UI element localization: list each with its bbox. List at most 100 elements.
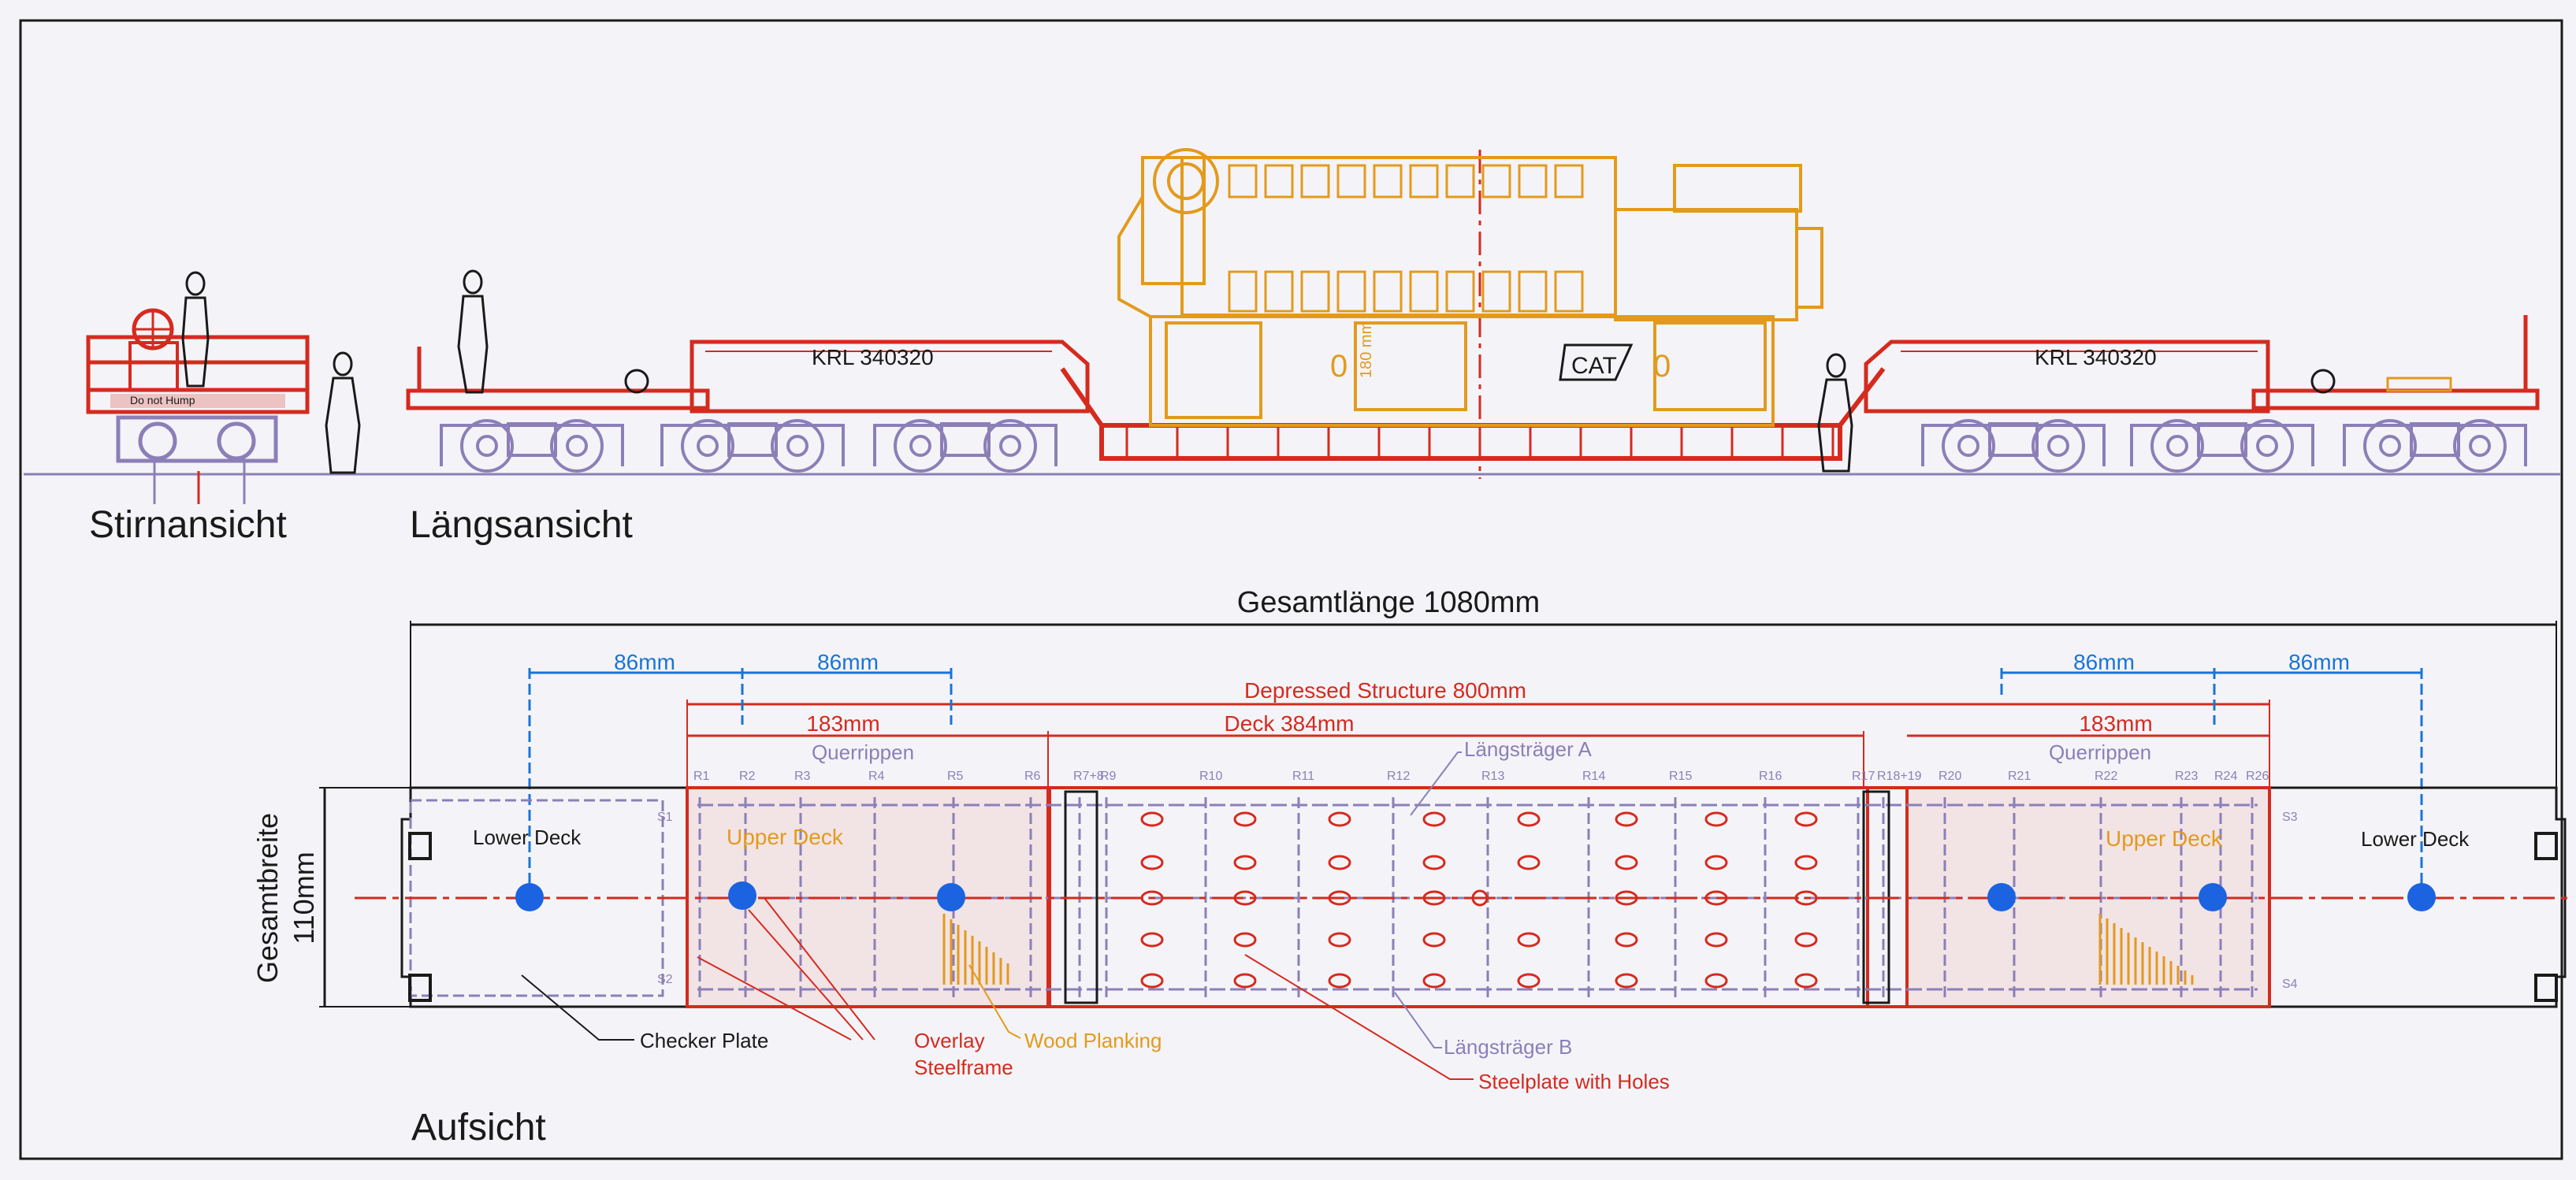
railcar-truck	[2343, 419, 2527, 473]
axle-dot	[728, 881, 756, 910]
plate-hole	[1704, 855, 1728, 870]
rib-label: R16	[1759, 770, 1782, 783]
plate-hole	[1794, 811, 1818, 827]
plate-hole	[1328, 932, 1351, 948]
axle-spacing-1: 86mm	[614, 650, 675, 674]
lower-deck-left: Lower Deck	[473, 826, 582, 849]
top-view: Gesamtlänge 1080mm Depressed Structure 8…	[251, 586, 2569, 1093]
engine-generator-load	[1117, 148, 1823, 427]
rib-label: R17	[1852, 770, 1875, 783]
rib-label: R22	[2095, 770, 2117, 783]
laengstraeger-b: Längsträger B	[1444, 1035, 1572, 1059]
upper-deck-right: Upper Deck	[2106, 826, 2223, 851]
engine-mark-1: 0	[1330, 349, 1347, 384]
car-number-left: KRL 340320	[812, 345, 934, 369]
plate-hole	[1517, 932, 1541, 948]
side-view: KRL 340320 KRL 340320	[406, 148, 2540, 479]
plate-hole	[1615, 973, 1638, 989]
plate-hole	[1233, 932, 1257, 948]
left-brake-wheel	[624, 369, 649, 394]
plate-hole	[1422, 973, 1446, 989]
railcar-truck	[2130, 419, 2314, 473]
plate-hole	[1517, 811, 1541, 827]
rib-label: R9	[1100, 770, 1117, 783]
axle-dot	[1987, 883, 2016, 911]
rib-label: R13	[1481, 770, 1504, 783]
depressed-structure-label: Depressed Structure 800mm	[1244, 678, 1526, 703]
plate-hole	[1140, 811, 1164, 827]
lower-deck-right: Lower Deck	[2361, 827, 2470, 851]
axle-spacing-4: 86mm	[2288, 650, 2350, 674]
person-figure	[181, 271, 210, 388]
rib-label: R21	[2008, 770, 2031, 783]
plate-hole	[1233, 855, 1257, 870]
axle-markers	[515, 881, 2436, 911]
rib-label: R11	[1292, 770, 1314, 783]
engine-height-dim: 180 mm	[1358, 321, 1375, 378]
deck-label: Deck 384mm	[1225, 711, 1355, 736]
end-view: Do not Hump	[86, 271, 361, 504]
sheet-border	[19, 19, 2563, 1160]
rib-label: R18+19	[1877, 770, 1922, 783]
plate-hole	[1233, 973, 1257, 989]
person-figure	[1817, 353, 1853, 473]
plate-hole	[1422, 932, 1446, 948]
person-figure	[325, 351, 361, 474]
rib-label: R5	[947, 770, 964, 783]
plate-hole	[1517, 855, 1541, 870]
plate-hole	[1140, 973, 1164, 989]
left-183-label: 183mm	[806, 711, 879, 736]
plate-hole	[1794, 973, 1818, 989]
railcar-truck	[440, 419, 624, 473]
overlay-label-2: Steelframe	[914, 1056, 1013, 1079]
axle-dot	[2199, 883, 2227, 911]
rib-label: R1	[693, 770, 710, 783]
rib-label: R12	[1387, 770, 1410, 783]
rib-label: R3	[794, 770, 811, 783]
axle-dot	[515, 883, 544, 911]
plate-hole	[1422, 811, 1446, 827]
railcar-truck	[1921, 419, 2106, 473]
engine-brand: CAT	[1571, 353, 1617, 379]
left-span-bolster	[690, 340, 1090, 414]
person-figure	[457, 269, 489, 394]
right-lower-deck	[2268, 786, 2567, 1008]
querrippen-left: Querrippen	[812, 740, 914, 764]
railcar-truck	[660, 419, 845, 473]
plate-hole	[1328, 973, 1351, 989]
plate-hole	[1794, 855, 1818, 870]
railcar-truck	[873, 419, 1058, 473]
plate-hole	[1704, 973, 1728, 989]
engine-badge: CAT	[1559, 343, 1634, 381]
stringer-s1: S1	[657, 811, 673, 824]
right-183-label: 183mm	[2079, 711, 2152, 736]
plate-hole	[1517, 973, 1541, 989]
laengstraeger-a: Längsträger A	[1464, 737, 1593, 761]
stringer-s3: S3	[2282, 811, 2298, 824]
rib-label: R7+8	[1073, 770, 1104, 783]
total-length-label: Gesamtlänge 1080mm	[1237, 586, 1540, 619]
querrippen-right: Querrippen	[2049, 740, 2151, 764]
rib-label: R2	[739, 770, 756, 783]
right-span-bolster	[1864, 340, 2270, 414]
plate-hole	[1704, 932, 1728, 948]
left-end-platform	[406, 388, 710, 410]
upper-deck-left: Upper Deck	[727, 825, 844, 849]
plate-hole	[1233, 811, 1257, 827]
rib-label: R24	[2214, 770, 2237, 783]
side-view-title: Längsansicht	[410, 504, 633, 546]
axle-dot	[2407, 883, 2436, 911]
end-view-title: Stirnansicht	[89, 504, 287, 546]
rib-label: R20	[1939, 770, 1961, 783]
plate-hole	[1140, 932, 1164, 948]
wood-planking-label: Wood Planking	[1024, 1029, 1162, 1052]
axle-dot	[937, 883, 965, 911]
stringer-s2: S2	[657, 973, 673, 986]
right-brake-wheel	[2310, 369, 2336, 394]
car-number-right: KRL 340320	[2035, 345, 2157, 369]
steelplate-label: Steelplate with Holes	[1478, 1070, 1670, 1093]
checker-plate-label: Checker Plate	[640, 1029, 768, 1052]
end-view-bogie	[116, 415, 278, 463]
